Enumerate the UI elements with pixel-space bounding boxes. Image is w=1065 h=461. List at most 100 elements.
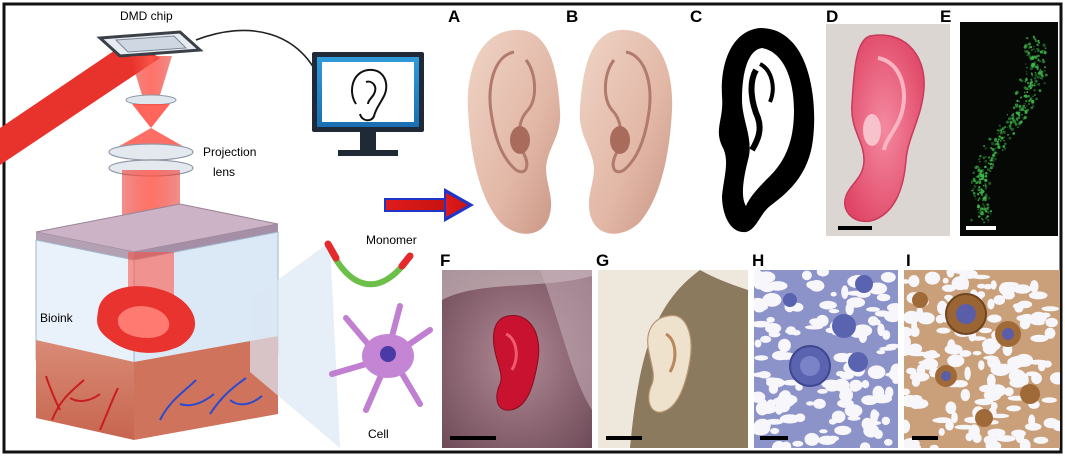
matrix-hole — [954, 424, 975, 430]
fluorescence-dot — [1030, 78, 1033, 81]
matrix-hole — [904, 438, 920, 448]
fluorescence-dot — [1003, 125, 1007, 129]
fluorescence-dot — [984, 210, 988, 213]
fluorescence-dot — [979, 157, 981, 160]
fluorescence-dot — [1040, 50, 1043, 54]
projection-lens-label-line1: Projection — [203, 145, 256, 159]
fluorescence-dot — [984, 165, 987, 169]
fluorescence-dot — [994, 147, 997, 150]
fluorescence-dot — [983, 145, 986, 148]
fluorescence-dot — [1033, 93, 1037, 97]
cell-label: Cell — [368, 427, 389, 441]
fluorescence-dot — [981, 169, 985, 173]
fluorescence-dots — [970, 35, 1048, 224]
matrix-hole — [964, 366, 971, 381]
matrix-hole — [1040, 312, 1051, 318]
fluorescence-dot — [982, 156, 986, 160]
fluorescence-dot — [1021, 113, 1023, 116]
fluorescence-dot — [1034, 55, 1038, 59]
matrix-hole — [885, 372, 896, 377]
fluorescence-dot — [1016, 104, 1019, 106]
matrix-hole — [1031, 372, 1042, 385]
matrix-hole — [849, 379, 863, 392]
matrix-hole — [972, 350, 982, 356]
matrix-hole — [996, 435, 1016, 442]
matrix-hole — [766, 377, 785, 388]
fluorescence-dot — [1001, 127, 1005, 131]
fluorescence-dot — [1037, 77, 1039, 79]
fluorescence-dot — [1019, 78, 1022, 81]
fluorescence-dot — [985, 207, 989, 211]
panel-f-label: F — [440, 251, 450, 270]
fluorescence-dot — [1032, 35, 1035, 38]
fluorescence-dot — [1038, 70, 1043, 74]
fluorescence-dot — [983, 207, 987, 211]
fluorescence-dot — [1023, 102, 1026, 105]
ihc-matrix — [904, 270, 1060, 448]
fluorescence-dot — [984, 187, 988, 190]
matrix-hole — [863, 423, 880, 438]
panel-c: C — [690, 7, 815, 233]
projection-lens-label-line2: lens — [213, 165, 235, 179]
matrix-hole — [904, 326, 913, 338]
fluorescence-dot — [997, 129, 1000, 132]
matrix-hole — [754, 391, 766, 403]
fluorescence-dot — [1026, 73, 1028, 75]
fluorescence-dot — [981, 217, 983, 220]
fluorescence-dot — [997, 153, 999, 155]
projection-beam-upper — [130, 56, 172, 95]
fluorescence-dot — [978, 191, 982, 194]
fluorescence-dot — [1028, 99, 1031, 103]
fluorescence-dot — [1036, 76, 1039, 78]
fluorescence-dot — [1044, 73, 1048, 77]
matrix-hole — [908, 343, 923, 354]
matrix-hole — [990, 386, 997, 393]
matrix-hole — [872, 394, 892, 404]
matrix-hole — [951, 412, 958, 424]
matrix-hole — [867, 316, 879, 326]
fluorescence-dot — [1042, 43, 1046, 47]
matrix-hole — [760, 335, 772, 343]
fluorescence-dot — [986, 210, 990, 214]
fluorescence-dot — [984, 184, 987, 187]
fluorescence-dot — [1026, 91, 1029, 94]
fluorescence-dot — [1033, 48, 1035, 50]
fluorescence-dot — [1034, 79, 1038, 83]
fluorescence-dot — [1038, 89, 1042, 93]
fluorescence-dot — [1018, 100, 1021, 103]
fluorescence-dot — [979, 160, 981, 163]
fluorescence-dot — [987, 156, 991, 159]
matrix-hole — [880, 272, 896, 283]
fluorescence-dot — [1016, 119, 1019, 122]
panel-f-tissue-edge — [540, 270, 592, 410]
matrix-hole — [998, 282, 1016, 296]
fluorescence-dot — [1027, 42, 1031, 46]
fluorescence-dot — [1025, 50, 1030, 54]
matrix-hole — [935, 314, 945, 324]
monomer-label: Monomer — [366, 233, 417, 247]
fluorescence-dot — [1014, 122, 1017, 125]
matrix-hole — [834, 425, 852, 436]
fluorescence-dot — [998, 135, 1001, 138]
matrix-hole — [754, 299, 767, 313]
fluorescence-dot — [987, 197, 991, 200]
dmd-chip-inner — [114, 35, 188, 53]
fluorescence-dot — [1006, 126, 1009, 129]
fluorescence-dot — [977, 188, 981, 192]
fluorescence-dot — [973, 184, 977, 188]
fluorescence-dot — [1026, 81, 1030, 85]
fluorescence-dot — [1022, 104, 1026, 108]
fluorescence-dot — [1030, 46, 1033, 49]
matrix-hole — [1029, 280, 1039, 293]
matrix-hole — [767, 281, 788, 291]
fluorescence-dot — [1003, 139, 1005, 142]
fluorescence-dot — [994, 151, 997, 154]
matrix-hole — [817, 389, 828, 394]
fluorescence-dot — [1030, 72, 1033, 75]
panel-h: H — [752, 251, 898, 448]
fluorescence-dot — [988, 181, 992, 185]
fluorescence-dot — [1016, 100, 1019, 103]
panel-e-label: E — [940, 7, 951, 26]
matrix-hole — [976, 291, 986, 299]
